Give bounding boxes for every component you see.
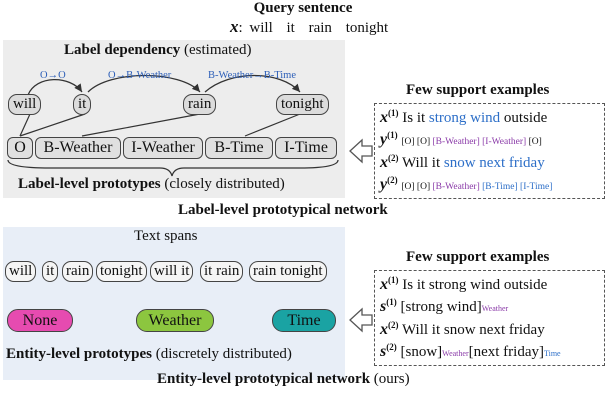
- label-network-title: Label-level prototypical network: [178, 202, 388, 218]
- support1-y1: y(1) [O] [O] [B-Weather] [I-Weather] [O]: [380, 130, 542, 149]
- text-span: it: [42, 261, 59, 282]
- query-word: tonight: [345, 20, 389, 36]
- query-word: rain: [308, 20, 332, 36]
- support2-s2: s(2) [snow]Weather[next friday]Time: [380, 342, 561, 361]
- sup-1: (1): [387, 130, 398, 140]
- label-prototype: I-Time: [275, 137, 337, 159]
- support1-x2: x(2) Will it snow next friday: [380, 153, 545, 172]
- label-prototype: O: [7, 137, 33, 159]
- y2-tags2: [B-Time] [I-Time]: [479, 182, 553, 192]
- sup-1: (1): [388, 108, 399, 118]
- query-colon: :: [238, 20, 243, 36]
- text-span: rain tonight: [249, 261, 327, 282]
- text-span: it rain: [200, 261, 244, 282]
- entity-weather: Weather: [136, 309, 214, 332]
- s1-tag: Weather: [481, 304, 509, 313]
- support2-x2: x(2) Will it snow next friday: [380, 320, 545, 339]
- support2-s1: s(1) [strong wind]Weather: [380, 297, 508, 316]
- symbol-y: y: [380, 176, 388, 193]
- support1-title: Few support examples: [406, 82, 550, 98]
- s2-span-b: [next friday]: [468, 344, 544, 360]
- label-caption: Label-level prototypes (closely distribu…: [18, 176, 285, 193]
- label-prototype: B-Time: [205, 137, 273, 159]
- s2-tag-a: Weather: [442, 349, 469, 358]
- x2-prefix: Will it: [401, 155, 441, 171]
- label-word: will: [8, 94, 42, 115]
- label-prototype: I-Weather: [123, 137, 203, 159]
- query-word: it: [286, 20, 295, 36]
- symbol-x: x: [380, 109, 388, 126]
- symbol-y: y: [380, 131, 388, 148]
- support1-y2: y(2) [O] [O] [B-Weather] [B-Time] [I-Tim…: [380, 175, 552, 194]
- sup-2: (2): [386, 342, 397, 352]
- symbol-x: x: [380, 276, 388, 293]
- sup-1: (1): [388, 275, 399, 285]
- entity-network-bold: Entity-level prototypical network: [157, 371, 371, 387]
- dep-label-2: O→B-Weather: [108, 70, 172, 81]
- support1-x1: x(1) Is it strong wind outside: [380, 108, 547, 127]
- label-caption-bold: Label-level prototypes: [18, 176, 161, 192]
- s1-span: [strong wind]: [400, 299, 482, 315]
- spans-title: Text spans: [134, 228, 198, 244]
- query-word: will: [249, 20, 273, 36]
- sup-2: (2): [387, 175, 398, 185]
- symbol-x: x: [380, 321, 388, 338]
- support2-box: [374, 270, 605, 366]
- entity-time: Time: [272, 309, 336, 332]
- label-word: it: [73, 94, 92, 115]
- query-var: x: [230, 17, 239, 36]
- symbol-s: s: [380, 343, 387, 360]
- x1-suffix: outside: [503, 110, 548, 126]
- y1-plain: [O] [O]: [401, 137, 433, 147]
- symbol-x: x: [380, 154, 388, 171]
- support2-x1: x(1) Is it strong wind outside: [380, 275, 547, 294]
- text-span: will: [5, 261, 37, 282]
- text-span: tonight: [96, 261, 147, 282]
- text-span: will it: [150, 261, 194, 282]
- x1-highlight: strong wind: [428, 110, 501, 126]
- y1-end: [O]: [526, 137, 542, 147]
- symbol-s: s: [380, 298, 387, 315]
- label-word: rain: [183, 94, 217, 115]
- x1-prefix: Is it: [402, 110, 426, 126]
- dep-label-1: O→O: [40, 70, 66, 81]
- label-word: tonight: [276, 94, 329, 115]
- label-caption-note: (closely distributed): [164, 176, 285, 192]
- y2-plain: [O] [O]: [401, 182, 433, 192]
- s2-x1: Is it strong wind outside: [402, 277, 548, 293]
- text-span: rain: [62, 261, 94, 282]
- entity-caption-note: (discretely distributed): [155, 346, 292, 362]
- entity-panel: [3, 227, 345, 380]
- s2-x2: Will it snow next friday: [401, 322, 545, 338]
- entity-none: None: [7, 309, 73, 332]
- support2-title: Few support examples: [406, 249, 550, 265]
- entity-caption: Entity-level prototypes (discretely dist…: [6, 346, 292, 363]
- dep-label-3: B-Weather→B-Time: [208, 70, 297, 81]
- support1-box: [374, 103, 605, 199]
- query-title: Query sentence: [253, 0, 353, 16]
- y2-tag1: [B-Weather]: [432, 182, 480, 192]
- entity-caption-bold: Entity-level prototypes: [6, 346, 152, 362]
- sup-2: (2): [388, 320, 399, 330]
- label-dependency-title: Label dependency (estimated): [64, 42, 252, 59]
- sup-1: (1): [386, 297, 397, 307]
- x2-highlight: snow next friday: [443, 155, 545, 171]
- label-dependency-note: (estimated): [184, 42, 252, 58]
- label-prototype: B-Weather: [35, 137, 121, 159]
- s2-span-a: [snow]: [400, 344, 443, 360]
- label-dependency-bold: Label dependency: [64, 42, 181, 58]
- y1-tags: [B-Weather] [I-Weather]: [432, 137, 527, 147]
- entity-network-note: (ours): [373, 371, 410, 387]
- s2-tag-b: Time: [544, 349, 561, 358]
- query-sentence: x: will it rain tonight: [230, 17, 388, 37]
- sup-2: (2): [388, 153, 399, 163]
- entity-network-title: Entity-level prototypical network (ours): [157, 371, 410, 388]
